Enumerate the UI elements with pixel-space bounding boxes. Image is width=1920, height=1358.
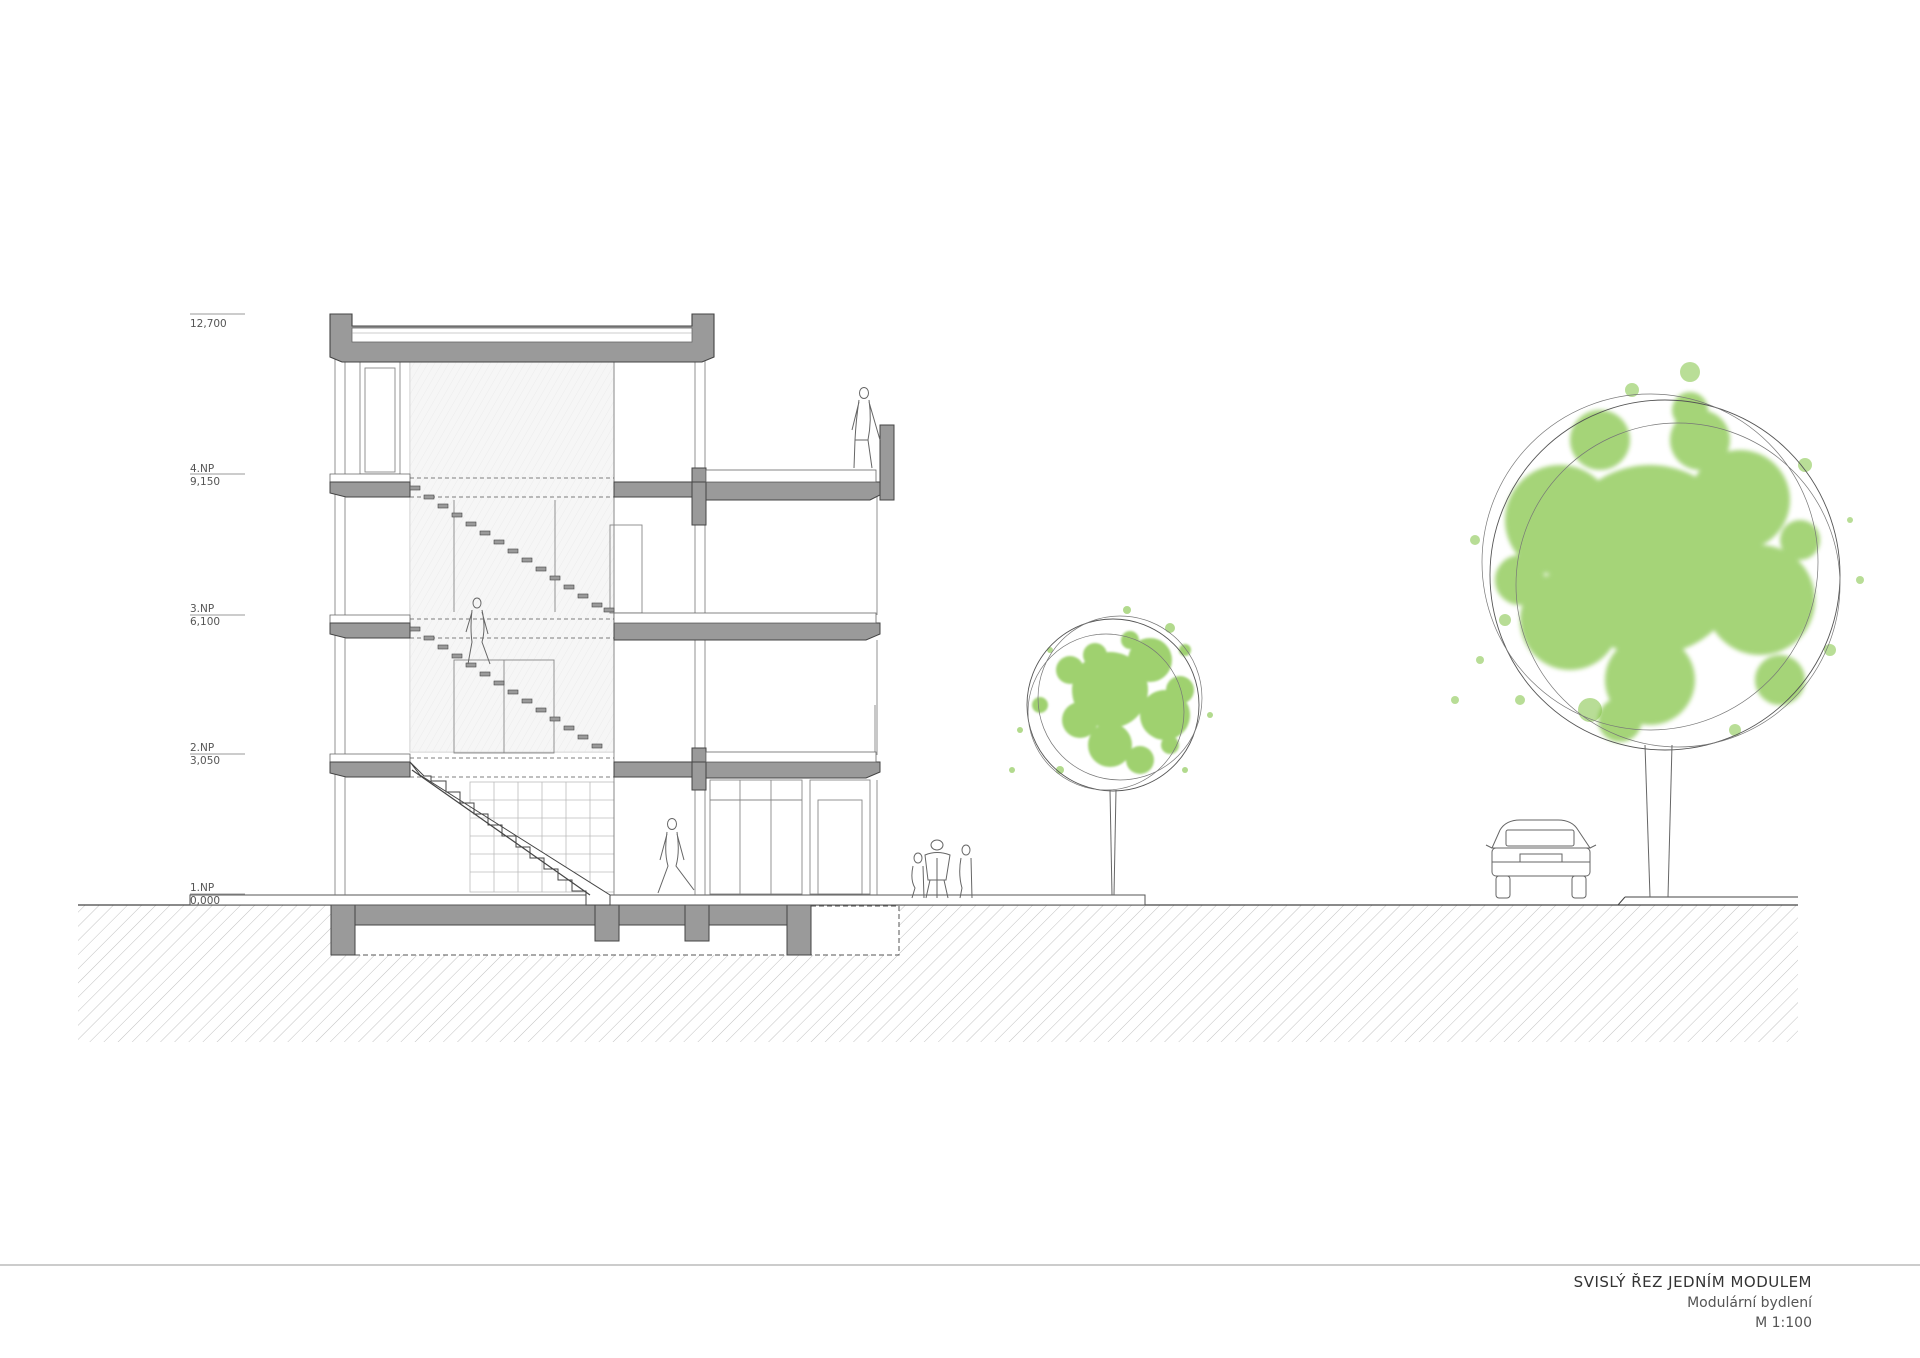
level-4np-elevation: 9,150: [190, 476, 220, 488]
level-3np-name: 3.NP: [190, 603, 214, 615]
title-block: SVISLÝ ŘEZ JEDNÍM MODULEM Modulární bydl…: [1574, 1271, 1812, 1333]
human-figures: [465, 387, 973, 899]
level-2np-elevation: 3,050: [190, 755, 220, 767]
building-section: [329, 313, 895, 906]
car: [1485, 819, 1597, 899]
level-3np-elevation: 6,100: [190, 616, 220, 628]
project-name: Modulární bydlení: [1687, 1295, 1812, 1311]
stair-treads: [409, 485, 615, 749]
level-marks: 12,700 4.NP 9,150 3.NP 6,100 2.NP 3,050 …: [190, 313, 245, 907]
floor-slabs: [329, 424, 895, 791]
large-tree: [1451, 362, 1864, 898]
level-2np-name: 2.NP: [190, 742, 214, 754]
level-1np-elevation: 0,000: [190, 895, 220, 907]
drawing-scale: M 1:100: [1755, 1315, 1812, 1331]
level-12700-elevation: 12,700: [190, 318, 227, 330]
level-1np-name: 1.NP: [190, 882, 214, 894]
ground-section: [78, 894, 1798, 1042]
level-4np-name: 4.NP: [190, 463, 214, 475]
drawing-title: SVISLÝ ŘEZ JEDNÍM MODULEM: [1573, 1273, 1812, 1291]
glass-block-wall: [469, 781, 615, 893]
small-tree: [1009, 606, 1213, 896]
